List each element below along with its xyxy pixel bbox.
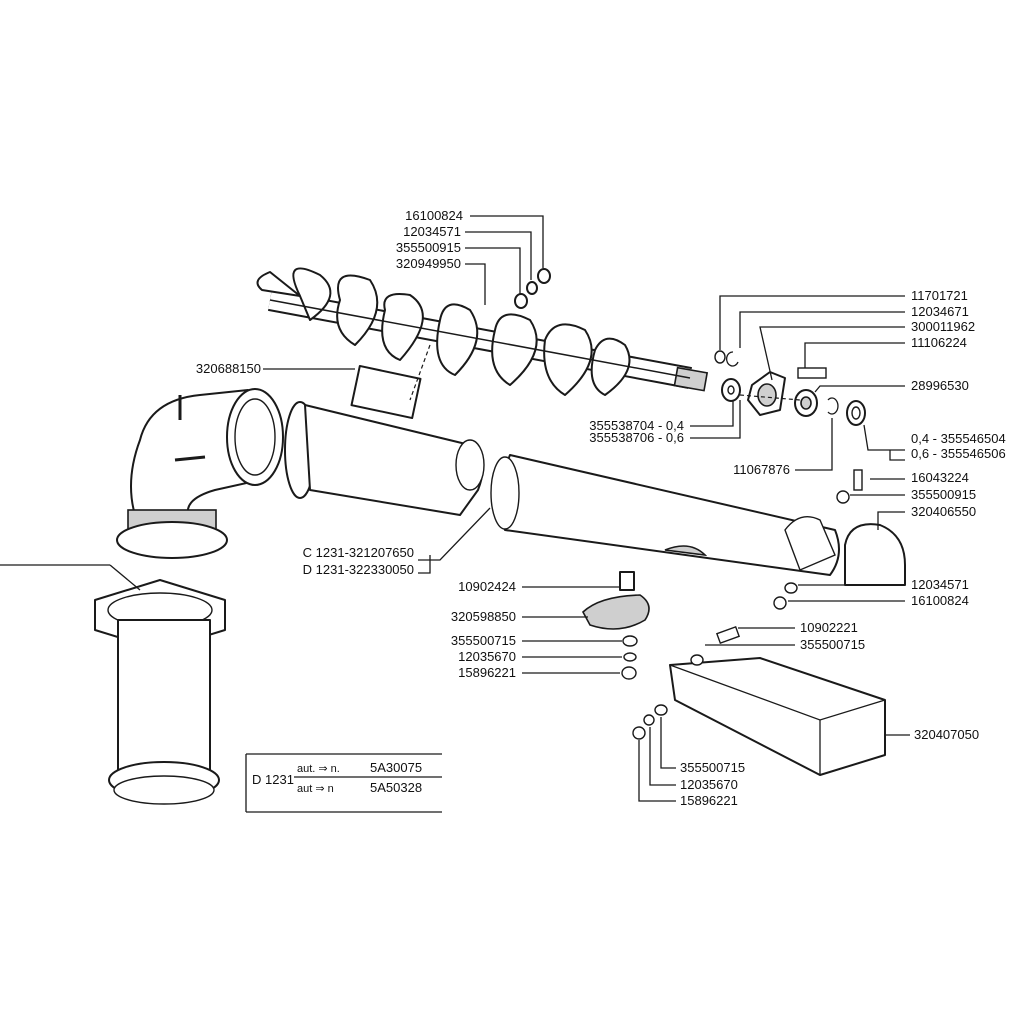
label-15896221-left: 15896221 (458, 665, 516, 680)
serial-number-box: D 1231 aut. ⇒ n. 5A30075 aut ⇒ n 5A50328 (245, 753, 442, 813)
bearing-assembly (714, 350, 866, 426)
housing-tube-right (490, 454, 840, 576)
end-cover (844, 523, 906, 586)
tray (632, 625, 886, 776)
label-355500715-left: 355500715 (451, 633, 516, 648)
washer-12034571 (526, 281, 538, 295)
label-28996530: 28996530 (911, 378, 969, 393)
label-322330050: D 1231-322330050 (303, 562, 414, 577)
label-355546506: 0,6 - 355546506 (911, 446, 1006, 461)
label-320949950: 320949950 (396, 256, 461, 271)
serial-box-row1-text: aut. ⇒ n. (297, 763, 340, 775)
washer-11701721 (714, 350, 726, 364)
vertical-tube (0, 564, 226, 805)
tray-320407050 (669, 657, 886, 776)
label-355500715-bottom: 355500715 (680, 760, 745, 775)
label-320688150: 320688150 (196, 361, 261, 376)
washer-355500915 (514, 293, 528, 309)
label-320406550: 320406550 (911, 504, 976, 519)
label-11106224: 11106224 (911, 335, 967, 350)
top-fasteners (514, 268, 551, 309)
label-16043224: 16043224 (911, 470, 969, 485)
label-355500915-top: 355500915 (396, 240, 461, 255)
nut-16100824 (537, 268, 551, 284)
cover-plate-320688150 (350, 364, 422, 420)
label-355538704: 355538704 - 0,4 (589, 418, 684, 433)
auger-screw (256, 267, 709, 396)
bolt-16043224 (853, 469, 863, 491)
serial-box-row2-value: 5A50328 (370, 780, 422, 795)
label-12034571-right: 12034571 (911, 577, 969, 592)
serial-box-model: D 1231 (252, 772, 294, 787)
label-12034671: 12034671 (911, 304, 969, 319)
label-321207650: C 1231-321207650 (303, 545, 414, 560)
elbow-outlet (116, 388, 284, 559)
leader-lines (263, 215, 910, 802)
label-15896221-bottom: 15896221 (680, 793, 738, 808)
bolt-11106224 (797, 367, 827, 379)
label-320407050: 320407050 (914, 727, 979, 742)
wear-shoe (582, 571, 650, 680)
label-12035670-bottom: 12035670 (680, 777, 738, 792)
label-12034571-top: 12034571 (403, 224, 461, 239)
label-11701721: 11701721 (911, 288, 968, 303)
label-300011962: 300011962 (911, 319, 975, 334)
label-355500915-right: 355500915 (911, 487, 976, 502)
label-16100824-right: 16100824 (911, 593, 969, 608)
label-16100824-top: 16100824 (405, 208, 463, 223)
label-11067876: 11067876 (733, 462, 790, 477)
label-10902424: 10902424 (458, 579, 516, 594)
end-cover-320406550 (844, 523, 906, 586)
elbow-bottom-flange (116, 521, 228, 559)
part-labels: 16100824 12034571 355500915 320949950 32… (196, 208, 1006, 808)
label-355500715-mid: 355500715 (800, 637, 865, 652)
circlip-12034671 (725, 351, 739, 367)
assembly-dash-lines (409, 344, 801, 401)
label-355546504: 0,4 - 355546504 (911, 431, 1006, 446)
right-fasteners (773, 469, 863, 610)
label-10902221: 10902221 (800, 620, 858, 635)
label-355538706: 355538706 - 0,6 (589, 430, 684, 445)
serial-box-row1-value: 5A30075 (370, 760, 422, 775)
label-12035670-left: 12035670 (458, 649, 516, 664)
circlip-11067876 (827, 397, 839, 415)
serial-box-row2-text: aut ⇒ n (297, 783, 334, 795)
shoe-320598850 (582, 594, 650, 630)
label-320598850: 320598850 (451, 609, 516, 624)
housing-tube-left (284, 364, 485, 516)
